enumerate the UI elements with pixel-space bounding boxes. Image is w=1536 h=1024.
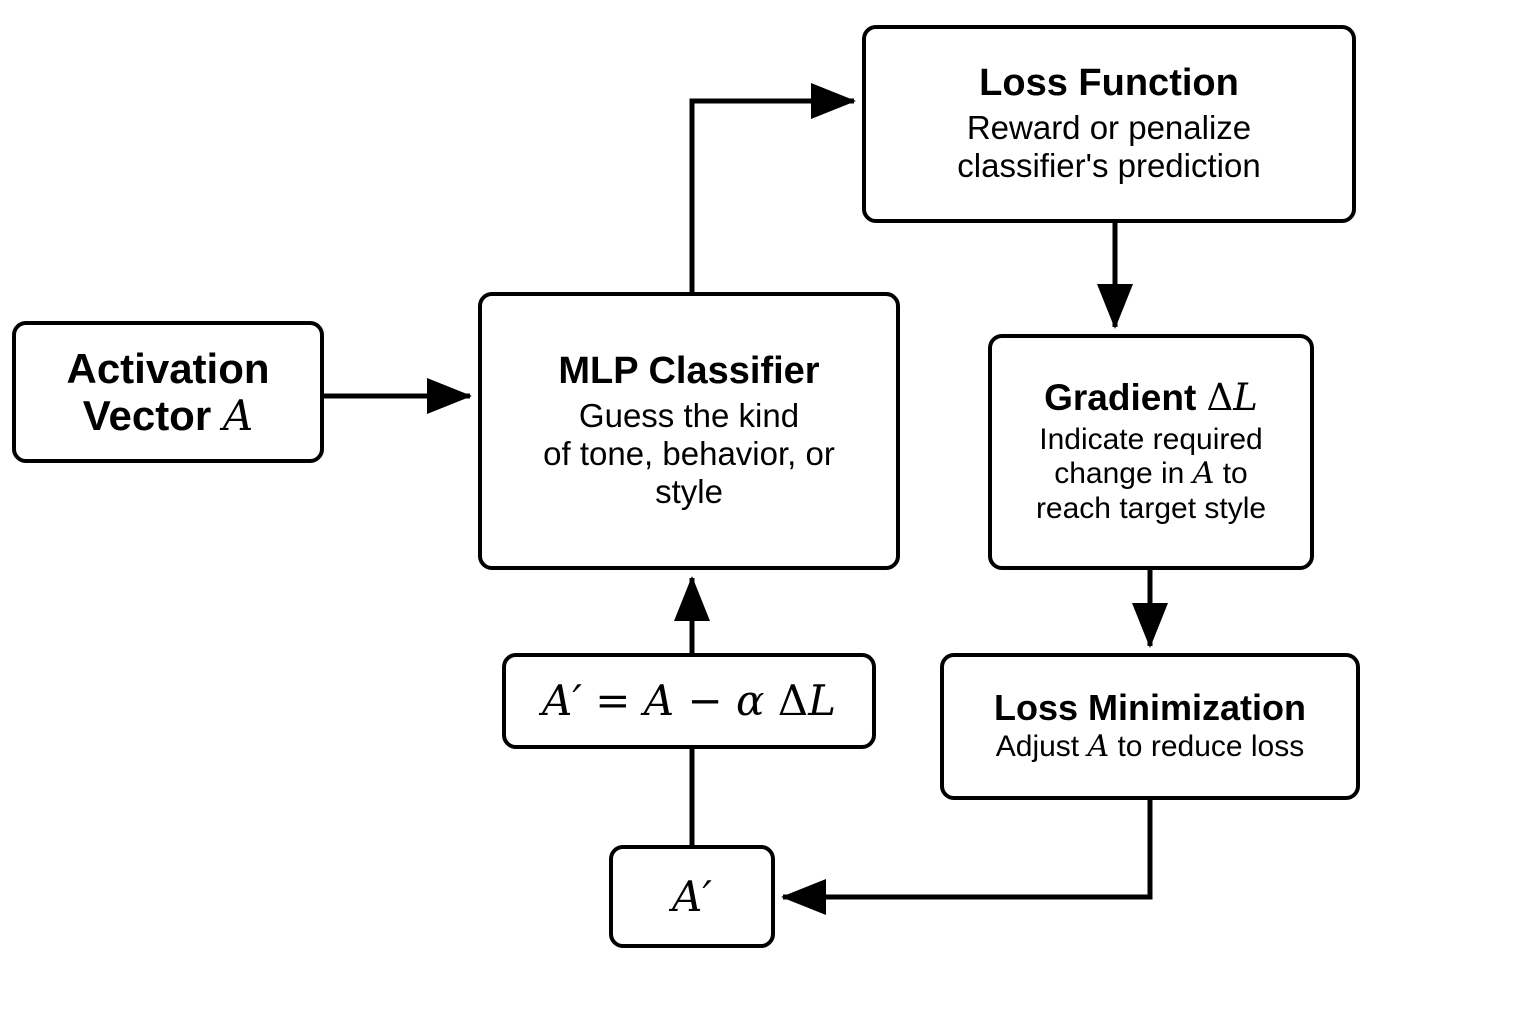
gradient-title: Gradient ΔL: [1044, 376, 1258, 420]
node-mlp-classifier[interactable]: MLP Classifier Guess the kind of tone, b…: [478, 292, 900, 570]
node-a-prime[interactable]: A′: [609, 845, 775, 948]
mlp-classifier-description: Guess the kind of tone, behavior, or sty…: [543, 396, 835, 511]
minus-sign: −: [674, 676, 737, 726]
gradient-description: Indicate required change in A to reach t…: [1035, 422, 1267, 526]
activation-vector-title: Activation Vector A: [66, 344, 270, 440]
symbol-a: A: [222, 391, 254, 440]
symbol-a: A: [672, 871, 703, 921]
loss-function-description: Reward or penalize classifier's predicti…: [957, 109, 1261, 185]
node-loss-minimization[interactable]: Loss Minimization Adjust A to reduce los…: [940, 653, 1360, 800]
symbol-delta: Δ: [777, 676, 809, 726]
spacer: [764, 676, 777, 725]
symbol-a: A: [1192, 456, 1215, 492]
update-formula-text: A′ = A − α ΔL: [542, 677, 836, 724]
mlp-classifier-title: MLP Classifier: [558, 350, 820, 393]
node-activation-vector[interactable]: Activation Vector A: [12, 321, 324, 463]
symbol-a-prime-lhs: A: [541, 676, 573, 726]
loss-minimization-title: Loss Minimization: [993, 686, 1306, 728]
symbol-l: L: [1233, 376, 1258, 420]
a-prime-text: A′: [672, 873, 712, 920]
edge-minimization-to-aprime: [781, 800, 1153, 915]
prime-mark: ′: [702, 871, 712, 921]
loss-minimization-description: Adjust A to reduce loss: [995, 729, 1305, 765]
prime-mark: ′: [572, 676, 582, 726]
symbol-delta: Δ: [1206, 376, 1234, 420]
symbol-l: L: [808, 676, 836, 726]
loss-function-title: Loss Function: [979, 62, 1239, 105]
edge-mlp-to-loss: [689, 83, 856, 292]
node-loss-function[interactable]: Loss Function Reward or penalize classif…: [862, 25, 1356, 223]
equals-sign: =: [581, 676, 644, 726]
symbol-a-rhs: A: [643, 676, 675, 726]
node-gradient[interactable]: Gradient ΔL Indicate required change in …: [988, 334, 1314, 570]
node-update-formula[interactable]: A′ = A − α ΔL: [502, 653, 876, 749]
symbol-alpha: α: [736, 676, 765, 726]
symbol-a: A: [1087, 729, 1110, 765]
